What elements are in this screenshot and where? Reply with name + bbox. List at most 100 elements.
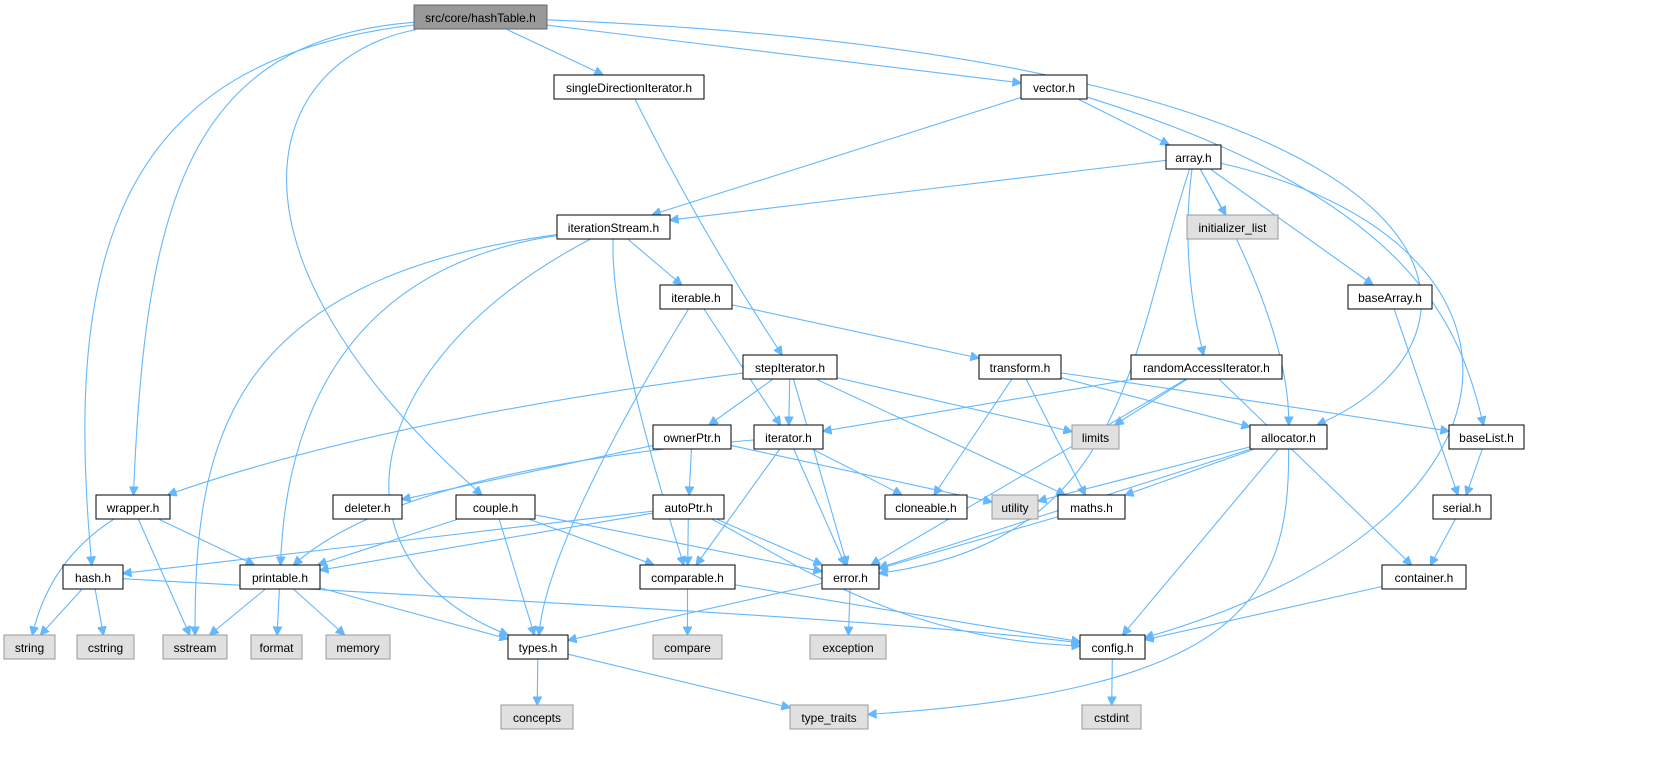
edge-baseList-to-serial: [1466, 449, 1483, 495]
node-vector[interactable]: vector.h: [1020, 74, 1088, 100]
node-allocator[interactable]: allocator.h: [1249, 424, 1328, 450]
node-label: iterable.h: [671, 291, 720, 305]
node-cloneable[interactable]: cloneable.h: [884, 494, 968, 520]
edge-autoPtr-to-comparable: [688, 519, 689, 565]
edge-wrapper-to-sstream: [137, 519, 190, 635]
edge-transform-to-baseList: [1061, 372, 1449, 431]
edge-error-to-types: [569, 582, 822, 641]
node-compare: compare: [652, 634, 723, 660]
edge-allocator-to-maths: [1126, 448, 1254, 495]
node-label: comparable.h: [651, 571, 724, 585]
edge-singleDirectionIterator-to-stepIterator: [634, 99, 782, 355]
node-initializer_list: initializer_list: [1186, 214, 1279, 240]
node-box: [821, 564, 880, 590]
node-ownerPtr[interactable]: ownerPtr.h: [652, 424, 732, 450]
node-box: [978, 354, 1062, 380]
edge-iterable-to-transform: [732, 304, 979, 358]
edge-randomAccessIterator-to-iterator: [824, 378, 1132, 432]
node-label: initializer_list: [1198, 221, 1267, 235]
node-box: [652, 494, 725, 520]
node-label: baseArray.h: [1358, 291, 1422, 305]
node-label: types.h: [519, 641, 558, 655]
node-hash[interactable]: hash.h: [62, 564, 124, 590]
node-label: format: [259, 641, 294, 655]
node-randomAccessIterator[interactable]: randomAccessIterator.h: [1130, 354, 1283, 380]
node-iterator[interactable]: iterator.h: [753, 424, 824, 450]
node-array[interactable]: array.h: [1165, 144, 1222, 170]
node-label: baseList.h: [1459, 431, 1514, 445]
node-stepIterator[interactable]: stepIterator.h: [742, 354, 838, 380]
edge-transform-to-cloneable: [934, 379, 1013, 495]
node-error[interactable]: error.h: [821, 564, 880, 590]
node-box: [1347, 284, 1433, 310]
node-box: [1057, 494, 1126, 520]
node-label: sstream: [174, 641, 217, 655]
node-hashTable[interactable]: src/core/hashTable.h: [413, 4, 548, 30]
node-config[interactable]: config.h: [1079, 634, 1146, 660]
node-label: concepts: [513, 711, 561, 725]
node-wrapper[interactable]: wrapper.h: [95, 494, 171, 520]
node-box: [884, 494, 968, 520]
node-maths[interactable]: maths.h: [1057, 494, 1126, 520]
node-transform[interactable]: transform.h: [978, 354, 1062, 380]
edge-couple-to-error: [535, 514, 822, 571]
edge-stepIterator-to-limits: [837, 377, 1072, 432]
node-baseList[interactable]: baseList.h: [1448, 424, 1525, 450]
node-label: maths.h: [1070, 501, 1113, 515]
node-box: [239, 564, 321, 590]
edge-iterable-to-types: [539, 309, 689, 635]
node-types[interactable]: types.h: [507, 634, 569, 660]
node-label: config.h: [1091, 641, 1133, 655]
edge-autoPtr-to-error: [717, 518, 821, 565]
edge-comparable-to-config: [735, 584, 1080, 642]
node-container[interactable]: container.h: [1381, 564, 1467, 590]
node-box: [639, 564, 736, 590]
node-box: [1448, 424, 1525, 450]
node-label: type_traits: [801, 711, 856, 725]
node-label: container.h: [1395, 571, 1454, 585]
node-box: [652, 424, 732, 450]
node-label: serial.h: [1443, 501, 1482, 515]
edge-vector-to-baseList: [1087, 96, 1484, 424]
node-label: hash.h: [75, 571, 111, 585]
edge-hashTable-to-wrapper: [134, 21, 414, 494]
edge-ownerPtr-to-deleter: [403, 444, 653, 500]
edge-array-to-allocator: [1200, 169, 1289, 425]
node-box: [325, 634, 391, 660]
node-box: [553, 74, 705, 100]
node-label: randomAccessIterator.h: [1143, 361, 1270, 375]
edge-autoPtr-to-hash: [124, 510, 653, 573]
node-label: cloneable.h: [895, 501, 956, 515]
edge-allocator-to-type_traits: [869, 449, 1290, 715]
node-iterationStream[interactable]: iterationStream.h: [556, 214, 671, 240]
node-concepts: concepts: [500, 704, 574, 730]
edge-randomAccessIterator-to-limits: [1115, 379, 1187, 425]
edge-allocator-to-utility: [1039, 446, 1250, 501]
edge-vector-to-array: [1078, 99, 1169, 145]
file-nodes: src/core/hashTable.h singleDirectionItera…: [3, 4, 1525, 730]
node-label: vector.h: [1033, 81, 1075, 95]
node-autoPtr[interactable]: autoPtr.h: [652, 494, 725, 520]
node-box: [1249, 424, 1328, 450]
node-couple[interactable]: couple.h: [455, 494, 536, 520]
node-deleter[interactable]: deleter.h: [332, 494, 403, 520]
edge-hashTable-to-vector: [547, 24, 1021, 83]
node-baseArray[interactable]: baseArray.h: [1347, 284, 1433, 310]
node-serial[interactable]: serial.h: [1432, 494, 1492, 520]
node-label: iterator.h: [765, 431, 812, 445]
node-singleDirectionIterator[interactable]: singleDirectionIterator.h: [553, 74, 705, 100]
node-comparable[interactable]: comparable.h: [639, 564, 736, 590]
node-box: [162, 634, 228, 660]
node-label: deleter.h: [344, 501, 390, 515]
edge-iterator-to-error: [793, 449, 845, 565]
node-iterable[interactable]: iterable.h: [659, 284, 733, 310]
edge-iterable-to-iterator: [703, 309, 780, 425]
node-box: [659, 284, 733, 310]
edge-array-to-iterationStream: [671, 159, 1166, 220]
node-box: [332, 494, 403, 520]
node-printable[interactable]: printable.h: [239, 564, 321, 590]
include-dependency-graph: src/core/hashTable.h singleDirectionItera…: [3, 4, 1525, 730]
edge-iterationStream-to-sstream: [195, 234, 557, 635]
edge-allocator-to-config: [1123, 449, 1279, 635]
node-label: string: [15, 641, 44, 655]
